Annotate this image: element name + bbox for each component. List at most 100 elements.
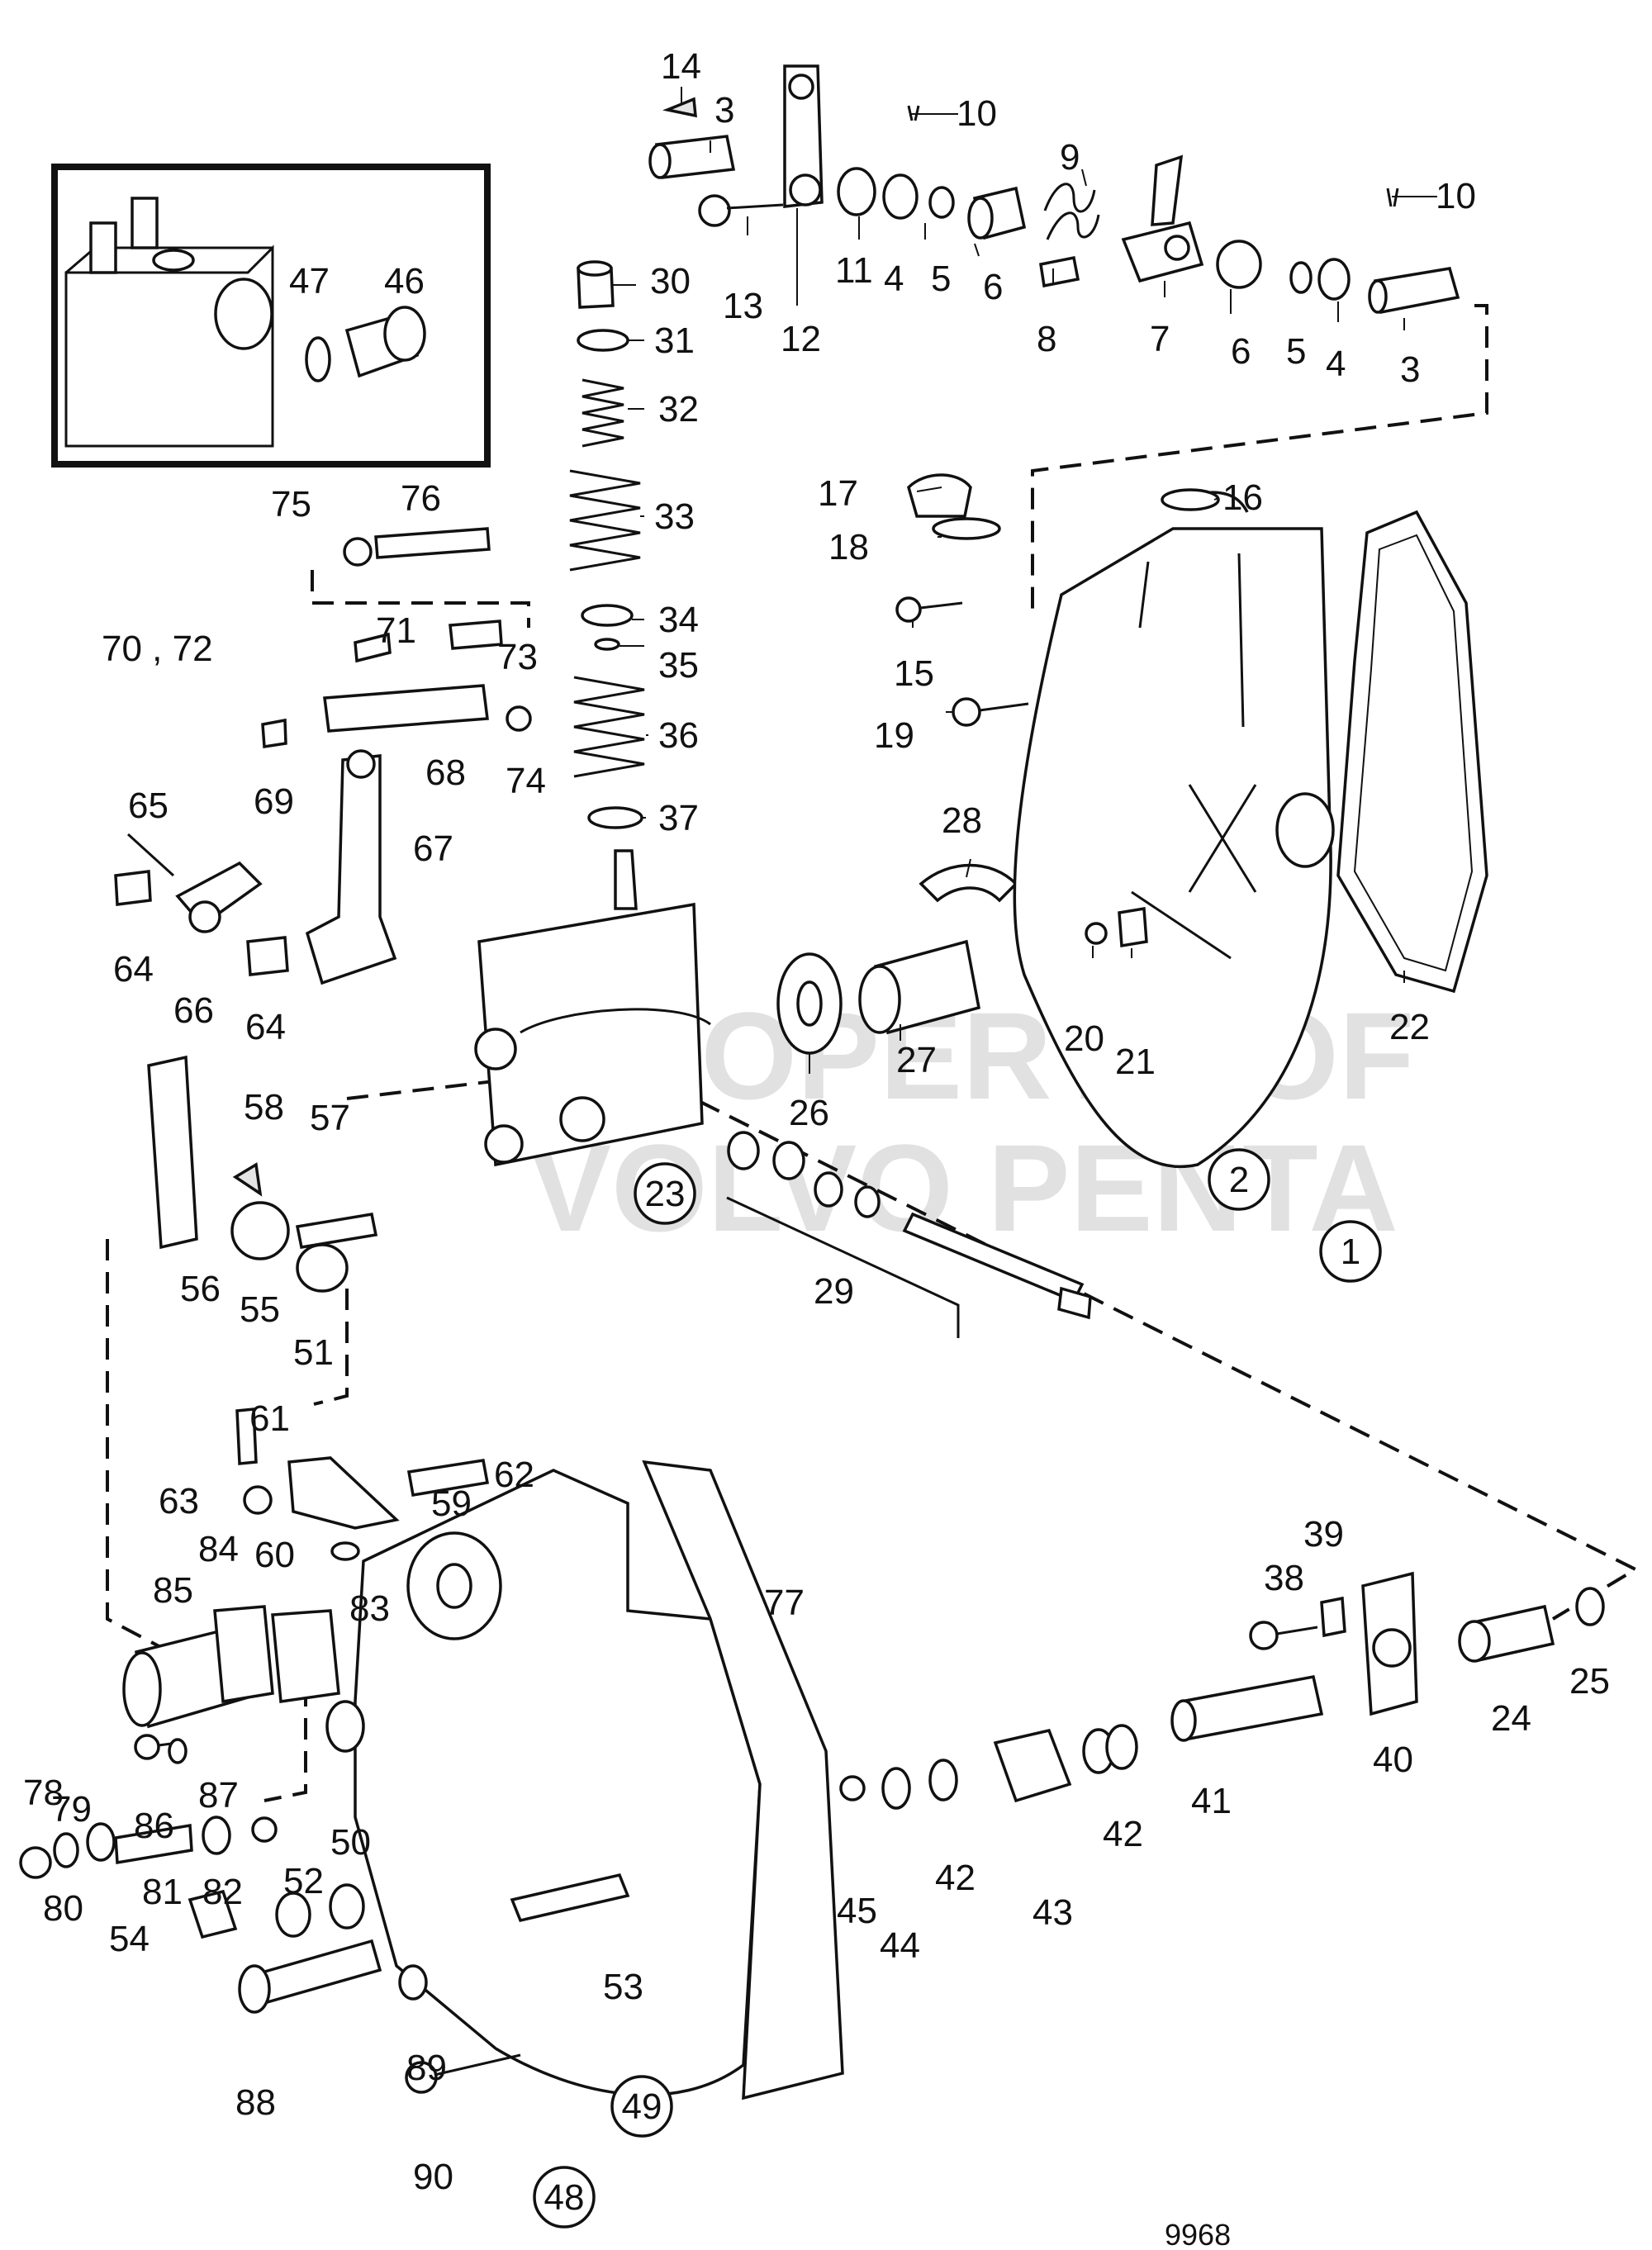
part-21-tab: [1118, 906, 1148, 948]
part-29-bush-2: [772, 1141, 805, 1180]
label-77: 77: [764, 1583, 805, 1623]
label-32: 32: [658, 389, 699, 430]
label-66: 66: [173, 990, 214, 1031]
part-2-housing-detail: [1138, 553, 1245, 728]
label-41: 41: [1191, 1781, 1232, 1821]
label-63: 63: [159, 1481, 199, 1521]
label-80: 80: [43, 1888, 83, 1929]
part-15-screw-shank: [919, 601, 963, 610]
label-34: 34: [658, 600, 699, 640]
label-55: 55: [240, 1289, 280, 1330]
circle-49: [610, 2075, 673, 2138]
label-18: 18: [828, 527, 869, 567]
label-51: 51: [293, 1332, 334, 1373]
part-22-gasket-inner: [1353, 534, 1474, 972]
part-18-seal: [932, 517, 1001, 540]
label-22: 22: [1389, 1007, 1430, 1047]
label-69: 69: [254, 781, 294, 822]
label-40: 40: [1373, 1740, 1413, 1780]
part-74-nut: [506, 705, 532, 732]
label-4-right: 4: [1326, 344, 1346, 384]
part-4-washer-left: [882, 173, 919, 220]
part-35-washer: [594, 638, 620, 651]
part-79-seal: [53, 1832, 79, 1868]
label-53: 53: [603, 1967, 643, 2007]
part-62-screw: [406, 1459, 490, 1498]
label-4-left: 4: [884, 259, 904, 299]
label-90: 90: [413, 2157, 453, 2197]
label-24: 24: [1491, 1698, 1531, 1739]
part-12-lever-bore: [789, 173, 822, 206]
circle-23: [634, 1162, 696, 1225]
label-12: 12: [781, 319, 821, 359]
label-50: 50: [330, 1822, 371, 1863]
part-3-pin-right-end: [1368, 279, 1388, 314]
part-3-pin-right: [1373, 267, 1460, 315]
part-60-washer: [330, 1541, 360, 1561]
part-75-collar: [343, 537, 373, 567]
flyweight-pivot-3: [484, 1124, 524, 1164]
part-9-spring: [1043, 183, 1100, 240]
flyweight-pivot-1: [474, 1028, 517, 1070]
label-5-right: 5: [1286, 331, 1306, 372]
part-29-bush-3: [814, 1171, 843, 1208]
lower-left-parts: [19, 1407, 521, 2094]
label-3-left: 3: [714, 90, 734, 131]
part-57-screw: [295, 1212, 378, 1250]
inset-boss: [214, 278, 273, 350]
label-78: 78: [23, 1773, 64, 1813]
label-73: 73: [497, 637, 538, 677]
label-88: 88: [235, 2082, 276, 2123]
part-76-spring: [374, 527, 491, 559]
label-11: 11: [835, 250, 873, 291]
part-83-flange: [271, 1609, 340, 1703]
part-66-bracket-hole: [188, 900, 221, 933]
label-87: 87: [198, 1775, 239, 1816]
part-16-plug: [1161, 488, 1220, 511]
label-3-right: 3: [1400, 349, 1420, 390]
label-48: 48: [544, 2177, 585, 2218]
label-68: 68: [425, 752, 466, 793]
part-64-pad-upper: [114, 870, 152, 906]
part-71-pin: [354, 632, 392, 663]
label-9: 9: [1060, 137, 1080, 178]
part-7-body: [1121, 221, 1204, 283]
label-36: 36: [658, 715, 699, 756]
inset-stud-2: [131, 197, 159, 249]
part-33-spring-large: [569, 469, 641, 572]
circle-2: [1208, 1148, 1270, 1211]
part-48-pump-housing: [325, 1460, 844, 2100]
label-19: 19: [874, 715, 914, 756]
label-13: 13: [723, 286, 763, 326]
part-50-washer: [329, 1883, 365, 1930]
part-47-washer: [305, 336, 331, 382]
flyweight-shaft: [614, 849, 638, 910]
label-83: 83: [349, 1588, 390, 1629]
label-16: 16: [1222, 477, 1263, 518]
label-23: 23: [645, 1174, 686, 1214]
part-82-nut: [251, 1816, 278, 1843]
part-6-sleeve-left-end: [967, 197, 994, 240]
label-74: 74: [506, 761, 546, 801]
part-5-ring-left: [928, 186, 955, 219]
label-86: 86: [134, 1806, 174, 1846]
circled-labels: 1 2 23 49 48: [533, 1148, 1382, 2229]
label-25: 25: [1569, 1661, 1610, 1702]
label-28: 28: [942, 800, 982, 841]
label-27: 27: [896, 1040, 937, 1080]
part-12-lever: [783, 64, 824, 208]
label-17: 17: [818, 473, 858, 514]
part-29-bolt: [902, 1212, 1085, 1303]
part-11-bush: [837, 167, 876, 216]
label-31: 31: [654, 320, 695, 361]
label-39: 39: [1303, 1514, 1344, 1555]
label-76: 76: [401, 478, 441, 519]
label-85: 85: [153, 1570, 193, 1611]
label-54: 54: [109, 1919, 150, 1959]
part-59-bracket: [287, 1456, 400, 1530]
dash-top-right: [1031, 304, 1488, 611]
label-79: 79: [51, 1789, 92, 1830]
circle-48: [533, 2166, 596, 2229]
label-81: 81: [142, 1872, 183, 1912]
label-46: 46: [384, 261, 425, 301]
